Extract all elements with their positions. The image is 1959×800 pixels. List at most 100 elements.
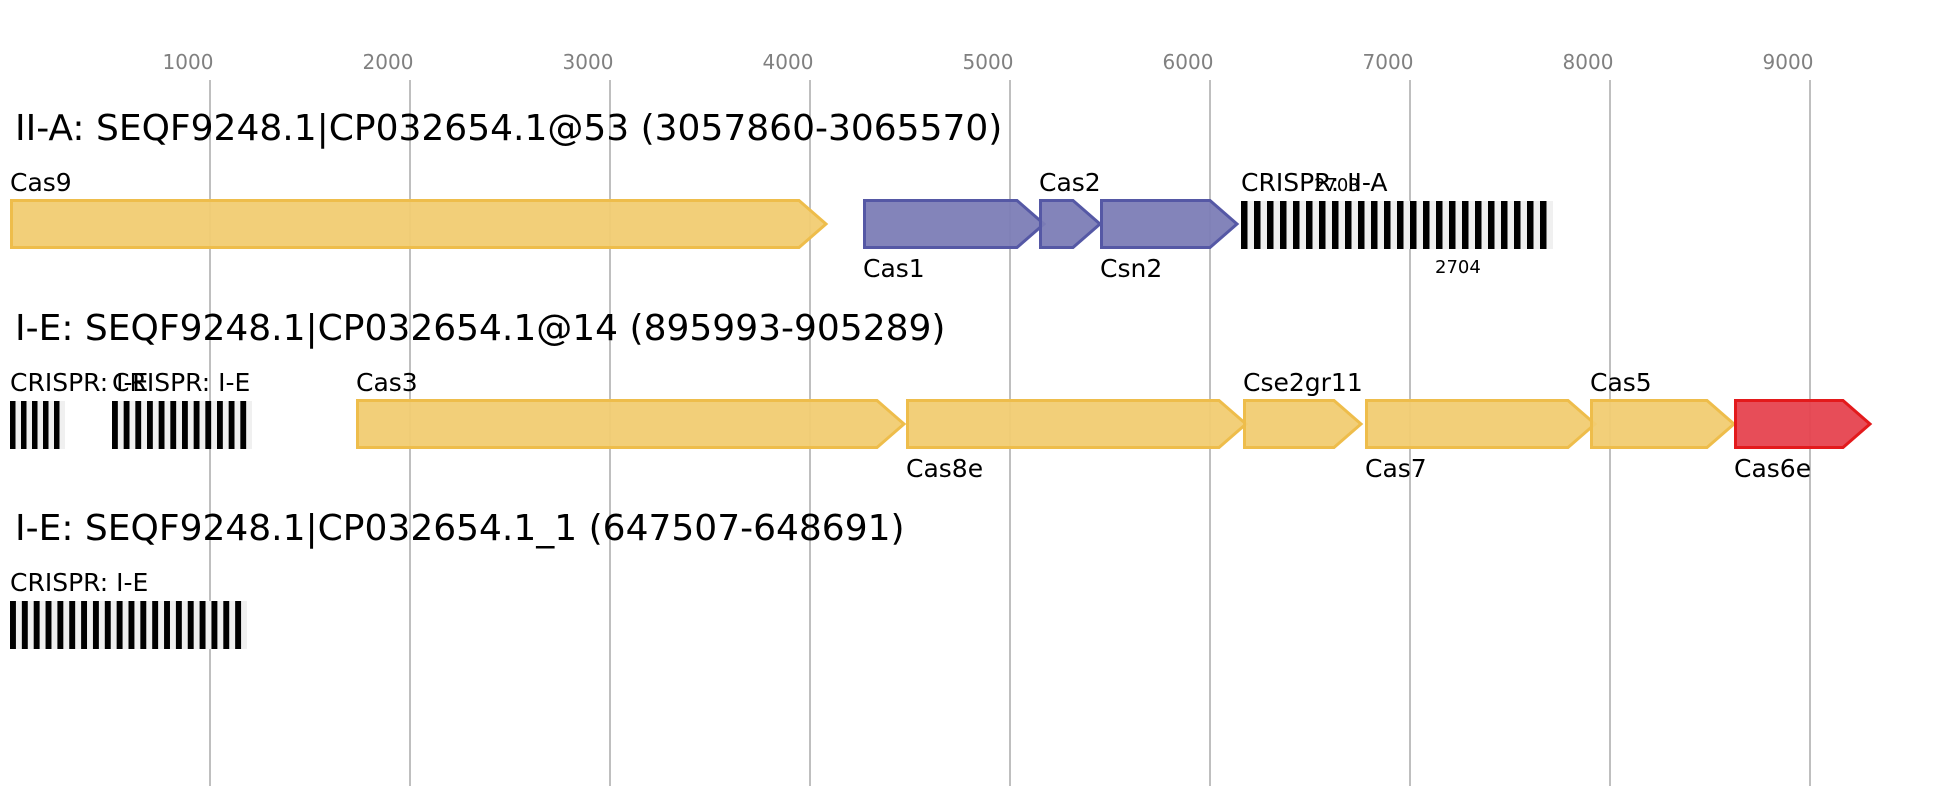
track-1: II-A: SEQF9248.1|CP032654.1@53 (3057860-… [10,108,1553,283]
gene-arrow-csn2[interactable] [1100,199,1240,249]
crispr-repeat [1501,201,1508,249]
gene-arrow-cas9[interactable] [10,199,829,249]
crispr-repeat [1345,201,1352,249]
crispr-repeat [32,401,38,449]
crispr-repeat [10,601,16,649]
crispr-repeat [217,401,223,449]
gene-label: Cas9 [10,168,72,197]
tick-label: 4000 [763,50,814,74]
gene-arrow-cas8e[interactable] [906,399,1249,449]
crispr-repeat [1371,201,1378,249]
gene-label: Cas7 [1365,454,1427,483]
crispr-repeat [1410,201,1417,249]
crispr-repeat [1293,201,1300,249]
tick-label: 5000 [963,50,1014,74]
gene-arrow-cas5[interactable] [1590,399,1737,449]
crispr-array[interactable] [10,401,65,449]
crispr-repeat [123,401,130,449]
crispr-repeat [104,601,111,649]
crispr-repeat [1332,201,1339,249]
crispr-repeat [1319,201,1326,249]
crispr-repeat [116,601,123,649]
crispr-repeat [1514,201,1521,249]
crispr-repeat [182,401,188,449]
crispr-note-label: 2704 [1435,257,1481,278]
gene-arrow-cas2[interactable] [1039,199,1103,249]
gene-arrow-cas1[interactable] [863,199,1047,249]
crispr-repeat [170,401,177,449]
crispr-note-label: 2703 [1314,175,1360,196]
crispr-repeat [135,401,142,449]
crispr-repeat [43,401,49,449]
crispr-repeat [21,601,28,649]
crispr-label: CRISPR: I-E [10,568,148,597]
crispr-repeat [223,601,230,649]
crispr-repeat [199,601,206,649]
tick-label: 7000 [1363,50,1414,74]
gene-label: Cas5 [1590,368,1652,397]
crispr-repeat [1540,201,1547,249]
crispr-repeat [1306,201,1313,249]
crispr-repeat [1423,201,1430,249]
crispr-array[interactable] [1241,201,1553,249]
crispr-repeat [1462,201,1469,249]
crispr-repeat [152,601,159,649]
gene-label: Cas3 [356,368,418,397]
gene-arrow-cas3[interactable] [356,399,907,449]
crispr-repeat [235,601,242,649]
track-title: I-E: SEQF9248.1|CP032654.1@14 (895993-90… [15,308,945,349]
gene-label: Cas1 [863,254,925,283]
crispr-repeat [1449,201,1456,249]
crispr-label: CRISPR: II-A [1241,168,1387,197]
crispr-label: CRISPR: I-E [112,368,250,397]
crispr-repeat [1384,201,1391,249]
crispr-repeat [211,601,218,649]
crispr-repeat [147,401,153,449]
crispr-repeat [57,601,64,649]
crispr-repeat [69,601,76,649]
gene-label: Cse2gr11 [1243,368,1363,397]
crispr-repeat [1397,201,1404,249]
track-title: II-A: SEQF9248.1|CP032654.1@53 (3057860-… [15,108,1002,149]
crispr-repeat [187,601,194,649]
crispr-repeat [240,401,247,449]
crispr-repeat [1254,201,1261,249]
crispr-repeat [1358,201,1365,249]
gene-label: Csn2 [1100,254,1162,283]
gene-label: Cas6e [1734,454,1811,483]
crispr-repeat [205,401,212,449]
tick-label: 3000 [563,50,614,74]
crispr-repeat [140,601,147,649]
crispr-array[interactable] [10,601,247,649]
gene-arrow-cas6e[interactable] [1734,399,1873,449]
track-title: I-E: SEQF9248.1|CP032654.1_1 (647507-648… [15,508,905,549]
crispr-repeat [10,401,16,449]
tick-label: 2000 [363,50,414,74]
crispr-repeat [112,401,118,449]
crispr-repeat [81,601,88,649]
track-2: I-E: SEQF9248.1|CP032654.1@14 (895993-90… [10,308,1873,483]
track-3: I-E: SEQF9248.1|CP032654.1_1 (647507-648… [10,508,905,649]
crispr-repeat [128,601,135,649]
crispr-repeat [21,401,27,449]
crispr-repeat [164,601,170,649]
crispr-repeat [228,401,235,449]
gene-arrow-cse2gr11[interactable] [1243,399,1364,449]
crispr-repeat [33,601,40,649]
gene-arrow-cas7[interactable] [1365,399,1598,449]
tick-label: 8000 [1563,50,1614,74]
crispr-repeat [1241,201,1248,249]
tick-label: 6000 [1163,50,1214,74]
crispr-repeat [54,401,60,449]
crispr-repeat [1488,201,1495,249]
crispr-repeat [158,401,165,449]
crispr-repeat [1267,201,1274,249]
crispr-repeat [193,401,200,449]
gene-label: Cas8e [906,454,983,483]
tracks-layer: II-A: SEQF9248.1|CP032654.1@53 (3057860-… [10,108,1873,649]
gene-label: Cas2 [1039,168,1101,197]
crispr-array[interactable] [112,401,252,449]
crispr-repeat [92,601,99,649]
crispr-repeat [1280,201,1287,249]
